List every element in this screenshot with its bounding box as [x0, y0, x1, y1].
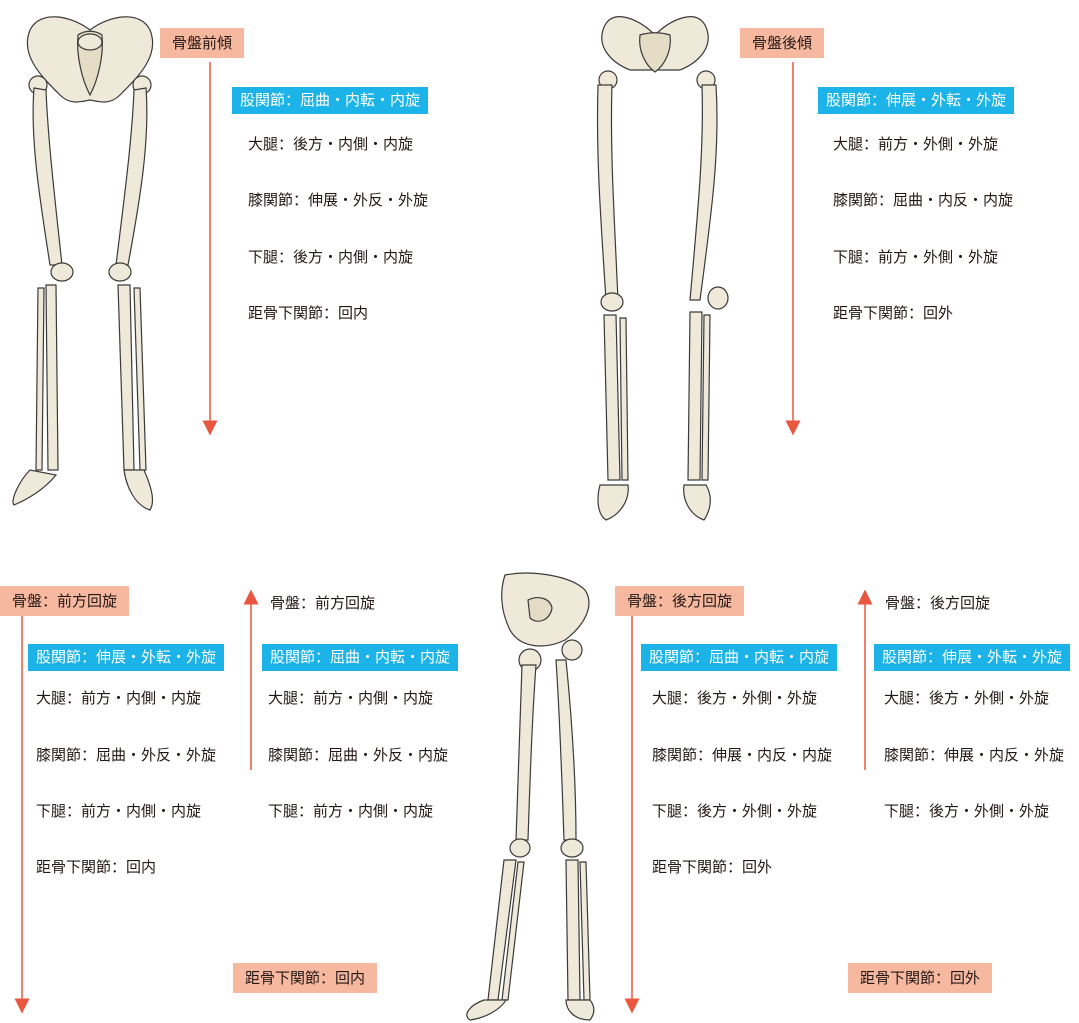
panel2-line-2: 膝関節：屈曲・内反・内旋 [833, 189, 1013, 210]
panel3-line-3: 下腿：前方・内側・内旋 [36, 800, 201, 821]
panel1-line-3: 下腿：後方・内側・内旋 [248, 246, 413, 267]
panel5-line-1: 大腿：後方・外側・外旋 [652, 687, 817, 708]
panel5-line-4: 距骨下関節：回外 [652, 856, 772, 877]
panel5-line-2: 膝関節：伸展・内反・内旋 [652, 744, 832, 765]
panel3-line-1: 大腿：前方・内側・内旋 [36, 687, 201, 708]
panel3-line-4: 距骨下関節：回内 [36, 856, 156, 877]
panel3-tag: 骨盤：前方回旋 [0, 586, 129, 616]
panel3-line-2: 膝関節：屈曲・外反・外旋 [36, 744, 216, 765]
skeleton-rotation [467, 573, 594, 1020]
panel2-line-4: 距骨下関節：回外 [833, 302, 953, 323]
panel6-bottom-tag: 距骨下関節：回外 [848, 963, 992, 993]
panel2-tag: 骨盤後傾 [740, 28, 824, 58]
panel5-line-3: 下腿：後方・外側・外旋 [652, 800, 817, 821]
panel4-hip-label: 股関節：屈曲・内転・内旋 [262, 644, 458, 671]
panel4-top-label: 骨盤：前方回旋 [270, 592, 375, 613]
panel2-line-1: 大腿：前方・外側・外旋 [833, 133, 998, 154]
panel6-line-3: 下腿：後方・外側・外旋 [884, 800, 1049, 821]
panel2-hip-label: 股関節：伸展・外転・外旋 [818, 87, 1014, 114]
panel1-hip-label: 股関節：屈曲・内転・内旋 [232, 87, 428, 114]
panel3-hip-label: 股関節：伸展・外転・外旋 [28, 644, 224, 671]
panel1-line-4: 距骨下関節：回内 [248, 302, 368, 323]
panel1-line-1: 大腿：後方・内側・内旋 [248, 133, 413, 154]
panel6-hip-label: 股関節：伸展・外転・外旋 [874, 644, 1070, 671]
panel1-tag: 骨盤前傾 [160, 28, 244, 58]
panel4-line-2: 膝関節：屈曲・外反・内旋 [268, 744, 448, 765]
panel4-bottom-tag: 距骨下関節：回内 [233, 963, 377, 993]
panel6-line-1: 大腿：後方・外側・外旋 [884, 687, 1049, 708]
panel4-line-3: 下腿：前方・内側・内旋 [268, 800, 433, 821]
panel4-line-1: 大腿：前方・内側・内旋 [268, 687, 433, 708]
panel6-line-2: 膝関節：伸展・内反・外旋 [884, 744, 1064, 765]
panel5-hip-label: 股関節：屈曲・内転・内旋 [641, 644, 837, 671]
panel5-tag: 骨盤：後方回旋 [615, 586, 744, 616]
panel6-top-label: 骨盤：後方回旋 [885, 592, 990, 613]
skeleton-posterior-tilt [597, 17, 728, 520]
skeleton-anterior-tilt [13, 17, 153, 510]
panel2-line-3: 下腿：前方・外側・外旋 [833, 246, 998, 267]
panel1-line-2: 膝関節：伸展・外反・外旋 [248, 189, 428, 210]
